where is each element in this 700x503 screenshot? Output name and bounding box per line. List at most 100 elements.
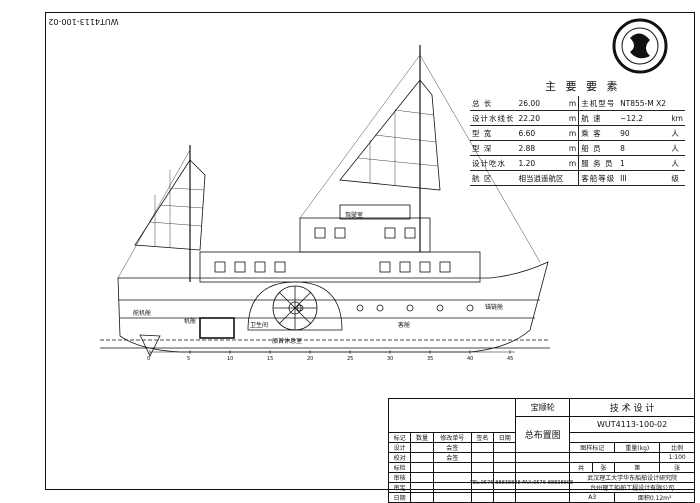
ruler-tick-label: 10 (227, 356, 233, 362)
spec-u1: m (566, 140, 580, 156)
sheet-area: 面积0.12m² (614, 492, 695, 503)
spec-k2: 航 速 (581, 113, 602, 123)
spec-u2: 人 (671, 128, 679, 138)
spec-v2: NT855-M X2 (620, 98, 667, 108)
spec-u1: m (566, 155, 580, 171)
spec-v2: III (620, 173, 627, 183)
spec-k1: 航 区 (472, 173, 493, 183)
spec-k2: 船 员 (581, 143, 602, 153)
spec-k2: 乘 客 (581, 128, 602, 138)
revision-col-head: 修改单号 (432, 432, 472, 443)
sheet-total: 共 (569, 462, 593, 473)
ruler-tick-label: 25 (347, 356, 353, 362)
drawing-frame (45, 12, 695, 490)
spec-u1 (566, 170, 580, 186)
spec-k2: 主机型号 (581, 98, 616, 108)
spec-u1: m (566, 125, 580, 141)
ship-name: 宝顺轮 (515, 398, 571, 417)
ruler-tick-label: 15 (267, 356, 273, 362)
spec-k1: 设计吃水 (472, 158, 506, 168)
sheet-size: A3 (569, 492, 616, 503)
spec-v2: 1 (620, 158, 625, 168)
ruler-tick-label: 35 (427, 356, 433, 362)
revision-grid (387, 398, 517, 433)
spec-v2: 8 (620, 143, 625, 153)
spec-k1: 型 宽 (472, 128, 493, 138)
engine (199, 317, 235, 339)
spec-v2: ~12.2 (620, 113, 644, 123)
label-toilet: 卫生间 (250, 322, 269, 329)
spec-u2: 级 (671, 173, 679, 183)
paddle-wheel (247, 281, 343, 331)
hull (117, 261, 549, 353)
role-value: 会签 (432, 442, 472, 453)
sheet-unit: 张 (591, 462, 616, 473)
spec-u2: km (671, 113, 683, 123)
spec-v1: 2.88 (518, 143, 536, 153)
deckhouse-upper (299, 217, 431, 253)
sheet-no: 第 (614, 462, 661, 473)
revision-col-head: 数量 (410, 432, 434, 443)
rudder (139, 334, 161, 357)
spec-v1: 1.20 (518, 158, 536, 168)
specs-title: 主 要 要 素 (545, 80, 621, 93)
spec-row: 航 区 相当逍遥航区 客船等级 III 级 (470, 170, 685, 186)
spec-v2: 90 (620, 128, 630, 138)
spec-k1: 型 深 (472, 143, 493, 153)
spec-k2: 客船等级 (581, 173, 616, 183)
meta-mark: 图样标记 (569, 442, 616, 453)
label-paddle: 船首休息室 (272, 338, 303, 345)
title-block: 宝顺轮 技 术 设 计 总布置图 WUT4113-100-02 标记数量修改单号… (387, 398, 695, 503)
role-std: 标检 (387, 462, 412, 473)
spec-u1: m (566, 110, 580, 126)
company-logo-icon (612, 18, 668, 74)
ruler-tick-label: 30 (387, 356, 393, 362)
label-main-cabin: 客舱 (398, 322, 411, 329)
aft-sail (134, 159, 206, 251)
spec-v1: 22.20 (518, 113, 540, 123)
meta-scale-head: 比例 (659, 442, 695, 453)
ruler-tick-label: 0 (147, 356, 150, 362)
windows (214, 227, 474, 312)
role-review: 审核 (387, 472, 412, 483)
ruler-tick-label: 5 (187, 356, 190, 362)
role-approve: 审定 (387, 482, 412, 493)
spec-k1: 设计水线长 (472, 113, 515, 123)
spec-u1: m (566, 96, 580, 111)
scale-value: 1:100 (659, 452, 695, 463)
spec-u2: 人 (671, 158, 679, 168)
revision-col-head: 签名 (470, 432, 495, 443)
spec-v1: 6.60 (518, 128, 536, 138)
ruler-tick-label: 20 (307, 356, 313, 362)
role-design: 设计 (387, 442, 412, 453)
sheet-unit2: 张 (659, 462, 695, 473)
meta-weight: 重量(kg) (614, 442, 661, 453)
role-date: 日期 (387, 492, 412, 503)
org-2: 台州理工船舶工程设计有限公司 (569, 482, 695, 493)
spec-k1: 总 长 (472, 98, 493, 108)
revision-col-head: 日期 (493, 432, 517, 443)
ruler-tick-label: 45 (507, 356, 513, 362)
spec-k2: 服 务 员 (581, 158, 614, 168)
deckhouse-lower (199, 251, 481, 283)
label-bow-cabin: 舵机舱 (133, 310, 152, 317)
blank-cell (569, 432, 695, 443)
drawing-number: WUT4113-100-02 (569, 416, 695, 433)
spec-v1: 相当逍遥航区 (518, 173, 564, 183)
fore-sail (339, 79, 441, 191)
label-engine: 机舱 (184, 318, 197, 325)
design-stage: 技 术 设 计 (569, 398, 695, 417)
role-check: 校对 (387, 452, 412, 463)
org-1: 武汉理工大学华东船舶设计研究院 (569, 472, 695, 483)
revision-col-head: 标记 (387, 432, 412, 443)
spec-v1: 26.00 (518, 98, 540, 108)
label-bridge: 驾驶室 (345, 212, 364, 219)
contact-footer: TEL:0576-88838828 FAX:0576-88838908 (470, 480, 574, 486)
bridge (339, 204, 411, 220)
